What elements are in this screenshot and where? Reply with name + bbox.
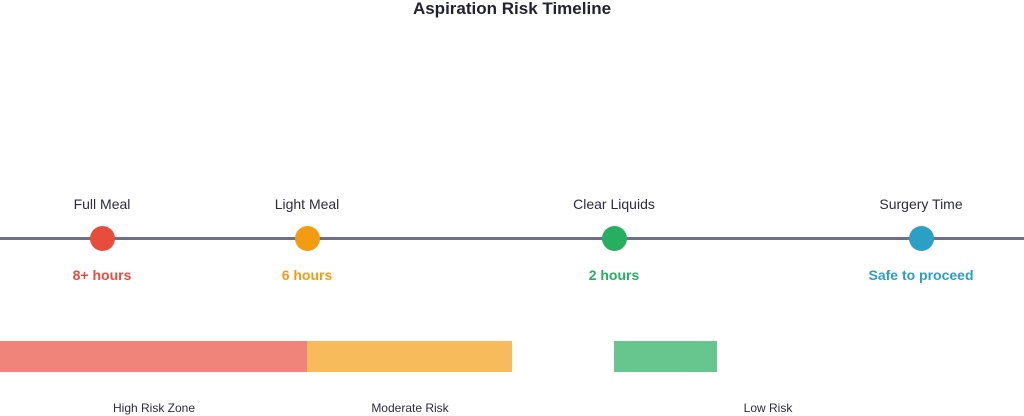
zone-label-moderate-risk: Moderate Risk — [371, 401, 449, 415]
zone-bar-moderate-risk — [307, 341, 512, 372]
diagram-title: Aspiration Risk Timeline — [412, 0, 612, 18]
milestone-time-clear-liquids: 2 hours — [588, 267, 640, 283]
milestone-label-surgery-time: Surgery Time — [879, 196, 963, 212]
zone-bar-high-risk — [0, 341, 307, 372]
zone-bar-low-risk — [614, 341, 717, 372]
milestone-label-light-meal: Light Meal — [274, 196, 340, 212]
milestone-label-clear-liquids: Clear Liquids — [573, 196, 655, 212]
timeline-axis — [0, 237, 1024, 240]
milestone-marker-clear-liquids — [601, 226, 627, 251]
milestone-time-surgery-time: Safe to proceed — [868, 267, 974, 283]
milestone-label-full-meal: Full Meal — [73, 196, 131, 212]
milestone-marker-surgery-time — [908, 226, 934, 251]
zone-label-high-risk: High Risk Zone — [112, 401, 196, 415]
milestone-marker-full-meal — [89, 226, 115, 251]
milestone-time-light-meal: 6 hours — [281, 267, 333, 283]
milestone-time-full-meal: 8+ hours — [72, 267, 132, 283]
zone-label-low-risk: Low Risk — [743, 401, 793, 415]
milestone-marker-light-meal — [294, 226, 320, 251]
